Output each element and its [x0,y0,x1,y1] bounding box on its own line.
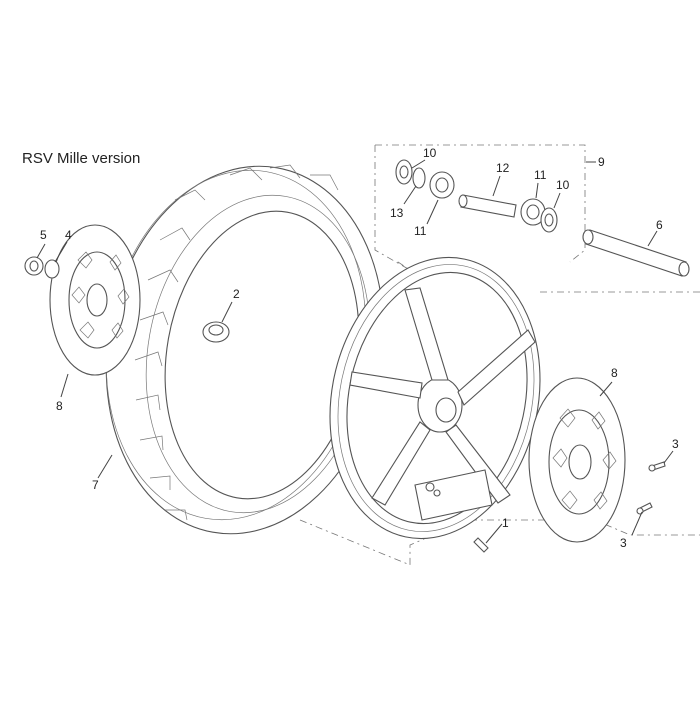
callout-7: 7 [92,478,99,492]
brake-disc-right [528,377,666,543]
callout-3-lower: 3 [620,536,627,550]
version-title: RSV Mille version [22,150,141,167]
callout-3-upper: 3 [672,437,679,451]
callout-11-left: 11 [414,224,427,238]
callout-6: 6 [656,218,663,232]
callout-12: 12 [496,161,510,175]
callout-10-right: 10 [556,178,570,192]
leader-lines [36,159,674,544]
callout-8-left: 8 [56,399,63,413]
callout-13: 13 [390,206,404,220]
callout-8-right: 8 [611,366,618,380]
callout-2: 2 [233,287,240,301]
wheel-rim [329,256,541,540]
callout-labels: 1 2 3 3 4 5 6 7 8 8 9 10 10 11 11 12 13 [40,146,679,550]
callout-9: 9 [598,155,605,169]
callout-11-right: 11 [534,168,547,182]
callout-4: 4 [65,228,72,242]
bolt [414,469,493,553]
callout-1: 1 [502,516,509,530]
brake-disc-left [24,224,141,376]
callout-5: 5 [40,228,47,242]
hub-kit [395,159,558,233]
callout-10-left: 10 [423,146,437,160]
wheel-axle [582,229,690,277]
